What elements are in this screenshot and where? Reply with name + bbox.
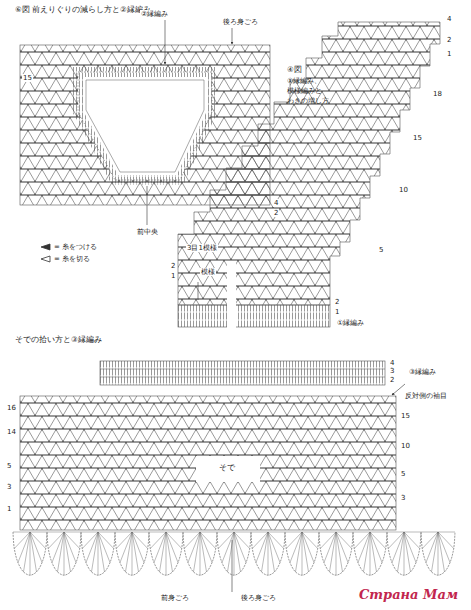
chart-label: そでの拾い方と③縁編み — [14, 336, 103, 345]
row-number: 18 — [432, 90, 443, 98]
row-number: 1 — [334, 308, 340, 316]
row-number: 15 — [400, 412, 411, 420]
chart-label: 前身ごろ — [160, 594, 190, 602]
chart-label: 反対側の袖目 — [404, 392, 448, 400]
legend-item: = 糸をつける — [40, 242, 97, 252]
legend-text: = 糸を切る — [54, 254, 90, 264]
center-line — [232, 540, 233, 592]
row-number: 3 — [6, 483, 12, 491]
chart-label: ③縁編み — [408, 368, 437, 376]
legend-text: = 糸をつける — [54, 242, 97, 252]
row-number: 2 — [389, 376, 395, 384]
chart-label: そで — [218, 464, 236, 473]
ribbing-band — [178, 305, 330, 327]
neck-edging — [78, 72, 212, 180]
row-number: 10 — [400, 442, 411, 450]
leader-arrow — [165, 20, 166, 64]
row-number: 2 — [334, 298, 340, 306]
row-number: 4 — [273, 199, 279, 207]
chart-label: Страна Мам — [358, 588, 459, 603]
chart-label: 後ろ身ごろ — [240, 594, 277, 602]
label-ground — [196, 456, 260, 482]
repeat-mark — [198, 282, 199, 300]
center-line — [147, 186, 148, 225]
row-number: 5 — [6, 462, 12, 470]
mesh-panel — [20, 396, 396, 530]
chart-label: 3目1模様 — [186, 244, 218, 252]
row-line — [100, 369, 385, 370]
row-number: 3 — [389, 367, 395, 375]
chart-label: 模様 — [200, 268, 216, 276]
chart-label: ⑥図 前えりぐりの減らし方と②縁編み — [14, 6, 152, 15]
chart-label: ①縁編み — [336, 319, 365, 327]
chart-label: ②縁編み — [140, 10, 169, 18]
sleeve-edging — [100, 361, 385, 385]
chart-label: ①縁編み、 — [286, 77, 322, 85]
leader-arrow — [232, 28, 233, 44]
row-number: 16 — [6, 404, 17, 412]
row-number: 2 — [170, 262, 176, 270]
row-number: 4 — [389, 359, 395, 367]
row-number: 14 — [6, 428, 17, 436]
row-number: 3 — [400, 494, 406, 502]
row-line — [100, 377, 385, 378]
row-number: 1 — [446, 50, 452, 58]
row-number: 1 — [170, 272, 176, 280]
mesh-panel — [178, 22, 440, 305]
chart-label: 前中央 — [136, 228, 159, 236]
row-number: 15 — [412, 134, 423, 142]
chart-label: わきの増し方 — [286, 97, 330, 105]
edging-inner — [86, 80, 204, 172]
split-gap — [227, 262, 236, 330]
yarn-symbol — [40, 255, 52, 263]
fan-edging — [13, 532, 455, 575]
row-number: 4 — [446, 15, 452, 23]
row-number: 1 — [6, 505, 12, 513]
row-number: 15 — [22, 74, 33, 82]
chart-label: 模様編みと — [286, 87, 323, 95]
row-number: 5 — [378, 246, 384, 254]
row-number: 10 — [398, 186, 409, 194]
chart-label: 後ろ身ごろ — [222, 18, 259, 26]
edging-stitches — [78, 72, 212, 180]
row-number: 2 — [273, 209, 279, 217]
yarn-symbol — [40, 243, 52, 251]
legend-item: = 糸を切る — [40, 254, 90, 264]
row-number: 5 — [400, 470, 406, 478]
chart-label: ④図 — [286, 66, 303, 75]
row-number: 2 — [446, 36, 452, 44]
